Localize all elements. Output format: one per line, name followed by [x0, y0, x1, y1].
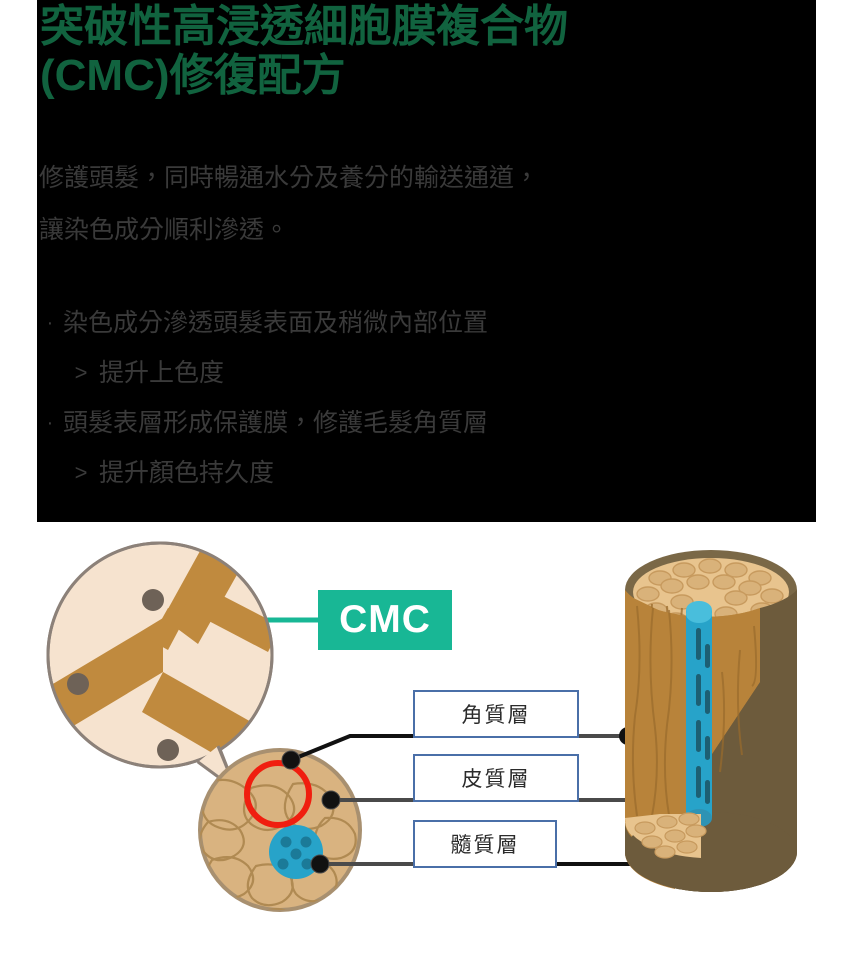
cmc-badge: CMC: [318, 590, 452, 650]
label-box-text: 皮質層: [461, 768, 531, 791]
label-box-medulla: 髓質層: [413, 820, 557, 868]
nucleus-dot: [157, 739, 179, 761]
bullet-sub-text: 提升上色度: [99, 359, 225, 387]
nucleus-dot: [67, 673, 89, 695]
hair-structure-diagram: [0, 522, 856, 966]
highlight-ring: [244, 760, 312, 828]
hair-shaft-cylinder: [624, 550, 797, 892]
chevron-right-icon: >: [74, 460, 88, 485]
list-item-sub: > 提升上色度: [37, 348, 797, 398]
cortex-grain-front: [631, 605, 758, 817]
label-box-text: 角質層: [461, 704, 531, 727]
list-item-sub: > 提升顏色持久度: [37, 448, 797, 498]
benefit-list: · 染色成分滲透頭髮表面及稍微內部位置 > 提升上色度 · 頭髮表層形成保護膜，…: [37, 298, 797, 498]
label-box-cortex: 皮質層: [413, 754, 579, 802]
list-item: · 染色成分滲透頭髮表面及稍微內部位置: [37, 298, 797, 348]
bullet-marker-icon: ·: [46, 312, 54, 334]
bullet-sub-text: 提升顏色持久度: [99, 459, 275, 487]
cmc-badge-label: CMC: [339, 598, 431, 641]
chevron-right-icon: >: [74, 360, 88, 385]
medulla-core: [269, 825, 323, 879]
bullet-text: 染色成分滲透頭髮表面及稍微內部位置: [63, 309, 489, 337]
label-box-cuticle: 角質層: [413, 690, 579, 738]
bullet-text: 頭髮表層形成保護膜，修護毛髮角質層: [63, 409, 489, 437]
page-title: 突破性高浸透細胞膜複合物 (CMC)修復配方: [40, 2, 568, 100]
hero-text-panel: 突破性高浸透細胞膜複合物 (CMC)修復配方 修護頭髮，同時暢通水分及養分的輸送…: [37, 0, 816, 522]
label-box-text: 髓質層: [450, 834, 520, 857]
bullet-marker-icon: ·: [46, 412, 54, 434]
nucleus-dot: [142, 589, 164, 611]
page-subtitle: 修護頭髮，同時暢通水分及養分的輸送通道， 讓染色成分順利滲透。: [39, 164, 540, 244]
label-leader-lines: [281, 734, 413, 874]
list-item: · 頭髮表層形成保護膜，修護毛髮角質層: [37, 398, 797, 448]
